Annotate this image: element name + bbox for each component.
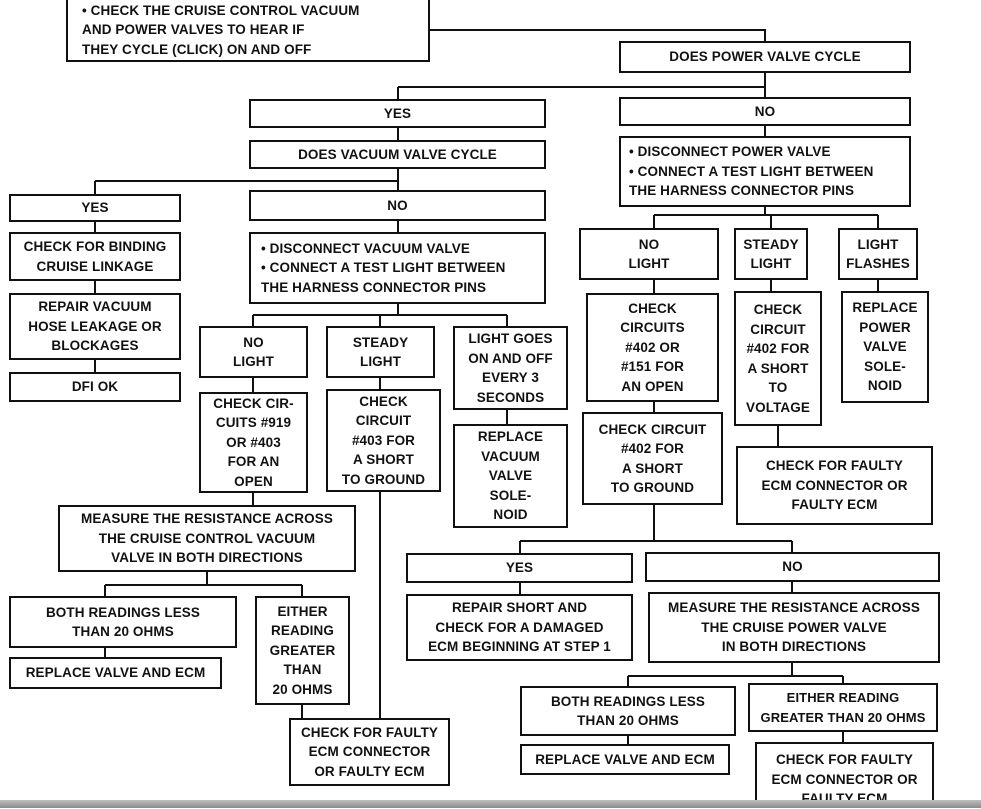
node-replace-valve-and-ecm: REPLACE VALVE AND ECM bbox=[9, 657, 222, 689]
node-measure-vacuum-resistance: MEASURE THE RESISTANCE ACROSS THE CRUISE… bbox=[58, 505, 356, 572]
node-check-binding-linkage: CHECK FOR BINDING CRUISE LINKAGE bbox=[9, 232, 181, 281]
node-either-reading-greater: EITHER READING GREATER THAN 20 OHMS bbox=[255, 596, 350, 705]
connector-line bbox=[519, 505, 793, 553]
node-replace-valve-and-ecm: REPLACE VALVE AND ECM bbox=[520, 744, 730, 775]
node-check-faulty-ecm: CHECK FOR FAULTY ECM CONNECTOR OR FAULTY… bbox=[289, 718, 450, 786]
node-no: NO bbox=[645, 552, 940, 582]
connector-line bbox=[519, 582, 793, 594]
connector-line bbox=[252, 378, 508, 424]
node-repair-vacuum-hose: REPAIR VACUUM HOSE LEAKAGE OR BLOCKAGES bbox=[9, 293, 181, 360]
node-check-circuits-919-403: CHECK CIR- CUITS #919 OR #403 FOR AN OPE… bbox=[199, 392, 308, 493]
node-both-readings-less: BOTH READINGS LESS THAN 20 OHMS bbox=[520, 686, 736, 736]
connector-line bbox=[397, 73, 766, 99]
node-no-light: NO LIGHT bbox=[579, 228, 719, 280]
node-light-flashes: LIGHT FLASHES bbox=[838, 228, 918, 280]
node-either-reading-greater: EITHER READING GREATER THAN 20 OHMS bbox=[748, 683, 938, 732]
node-yes: YES bbox=[9, 194, 181, 222]
node-replace-vacuum-solenoid: REPLACE VACUUM VALVE SOLE- NOID bbox=[453, 424, 568, 528]
node-light-goes-on-and-off: LIGHT GOES ON AND OFF EVERY 3 SECONDS bbox=[453, 326, 568, 410]
node-yes: YES bbox=[249, 99, 546, 128]
node-does-power-valve-cycle: DOES POWER VALVE CYCLE bbox=[619, 41, 911, 73]
node-check-valves-cycle: • CHECK THE CRUISE CONTROL VACUUM AND PO… bbox=[66, 0, 430, 62]
connector-line bbox=[653, 207, 879, 228]
connector-line bbox=[627, 663, 844, 686]
node-no-light: NO LIGHT bbox=[199, 326, 308, 378]
node-check-circuit-402-voltage: CHECK CIRCUIT #402 FOR A SHORT TO VOLTAG… bbox=[734, 291, 822, 426]
node-does-vacuum-valve-cycle: DOES VACUUM VALVE CYCLE bbox=[249, 140, 546, 169]
node-replace-power-solenoid: REPLACE POWER VALVE SOLE- NOID bbox=[841, 291, 929, 403]
node-no: NO bbox=[619, 97, 911, 126]
node-yes: YES bbox=[406, 553, 633, 583]
connector-line bbox=[94, 169, 399, 194]
node-steady-light: STEADY LIGHT bbox=[326, 326, 435, 378]
node-check-circuits-402-151: CHECK CIRCUITS #402 OR #151 FOR AN OPEN bbox=[586, 293, 719, 402]
node-measure-power-resistance: MEASURE THE RESISTANCE ACROSS THE CRUISE… bbox=[648, 592, 940, 663]
connector-line bbox=[104, 648, 303, 718]
node-check-circuit-402-ground: CHECK CIRCUIT #402 FOR A SHORT TO GROUND bbox=[582, 412, 723, 505]
node-disconnect-power-valve: • DISCONNECT POWER VALVE • CONNECT A TES… bbox=[619, 136, 911, 207]
node-repair-short: REPAIR SHORT AND CHECK FOR A DAMAGED ECM… bbox=[406, 594, 633, 661]
connector-line bbox=[653, 280, 879, 293]
connector-line bbox=[252, 304, 508, 326]
connector-line bbox=[627, 732, 844, 744]
node-both-readings-less: BOTH READINGS LESS THAN 20 OHMS bbox=[9, 596, 237, 648]
node-check-faulty-ecm: CHECK FOR FAULTY ECM CONNECTOR OR FAULTY… bbox=[736, 446, 933, 525]
node-check-faulty-ecm: CHECK FOR FAULTY ECM CONNECTOR OR FAULTY… bbox=[755, 742, 934, 808]
node-steady-light: STEADY LIGHT bbox=[734, 228, 808, 280]
node-disconnect-vacuum-valve: • DISCONNECT VACUUM VALVE • CONNECT A TE… bbox=[249, 232, 546, 304]
node-dfi-ok: DFI OK bbox=[9, 372, 181, 402]
node-no: NO bbox=[249, 190, 546, 221]
node-check-circuit-403-short: CHECK CIRCUIT #403 FOR A SHORT TO GROUND bbox=[326, 389, 441, 492]
connector-line bbox=[430, 29, 766, 41]
page-bottom-edge bbox=[0, 800, 981, 808]
connector-line bbox=[104, 572, 303, 596]
